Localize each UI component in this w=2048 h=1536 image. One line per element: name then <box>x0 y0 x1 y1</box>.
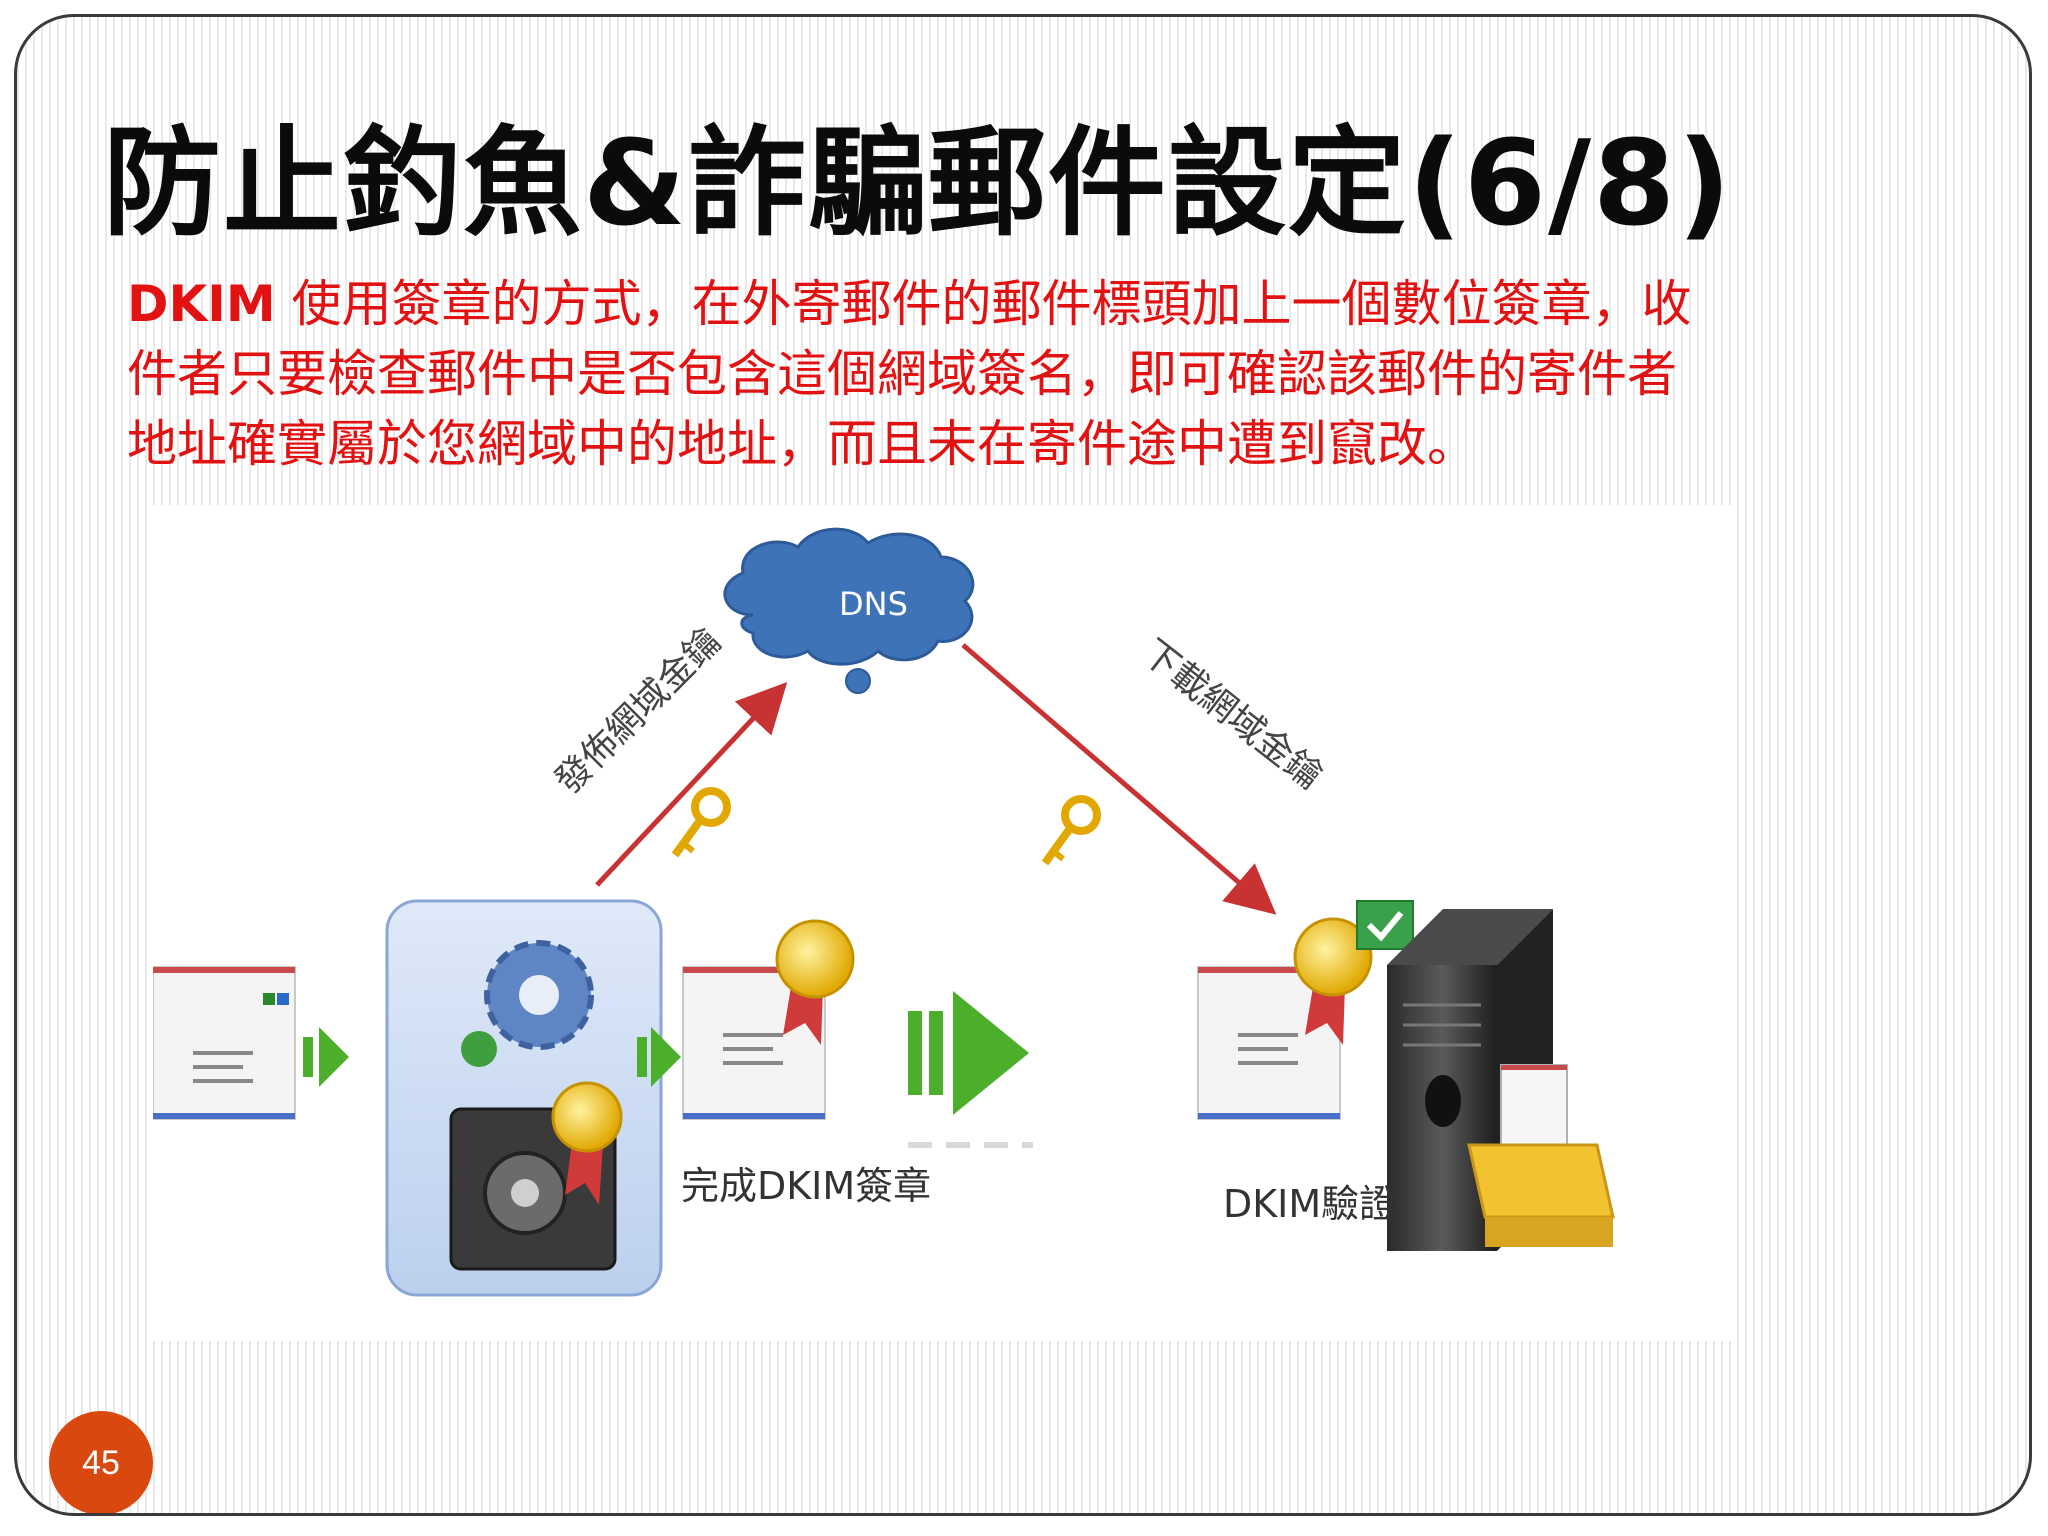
check-icon <box>1356 900 1414 950</box>
seal-icon <box>551 1081 623 1205</box>
verified-email-icon <box>1197 917 1373 1120</box>
download-arrow <box>961 643 1277 915</box>
publish-arrow <box>595 682 788 887</box>
gear-icon <box>461 940 594 1067</box>
dkim-verify-label: DKIM驗證 <box>1223 1182 1398 1226</box>
page-number-badge: 45 <box>49 1411 153 1513</box>
transfer-arrow-icon <box>908 991 1033 1148</box>
signing-panel <box>385 899 663 1297</box>
slide-title: 防止釣魚&詐騙郵件設定(6/8) <box>103 114 1734 252</box>
slide: 防止釣魚&詐騙郵件設定(6/8) DKIM 使用簽章的方式，在外寄郵件的郵件標頭… <box>14 14 2032 1516</box>
flow-arrow-icon <box>303 1027 349 1087</box>
intro-text: 使用簽章的方式，在外寄郵件的郵件標頭加上一個數位簽章，收件者只要檢查郵件中是否包… <box>127 275 1692 473</box>
dkim-signed-label: 完成DKIM簽章 <box>681 1164 932 1208</box>
key-icon <box>1041 795 1101 866</box>
intro-paragraph: DKIM 使用簽章的方式，在外寄郵件的郵件標頭加上一個數位簽章，收件者只要檢查郵… <box>127 269 1707 479</box>
email-envelope-icon <box>153 966 296 1120</box>
intro-keyword: DKIM <box>127 275 276 333</box>
dns-cloud-icon <box>723 527 975 694</box>
signed-email-icon <box>682 919 855 1120</box>
flow-arrow-icon <box>637 1027 681 1087</box>
dns-label: DNS <box>839 585 908 623</box>
key-icon <box>671 787 731 858</box>
dkim-flow-graphic <box>153 527 1615 1297</box>
mail-tray-icon <box>1467 1064 1615 1247</box>
dkim-diagram: DNS 發佈網域金鑰 下載網域金鑰 完成DKIM簽章 DKIM驗證 <box>153 505 1733 1341</box>
